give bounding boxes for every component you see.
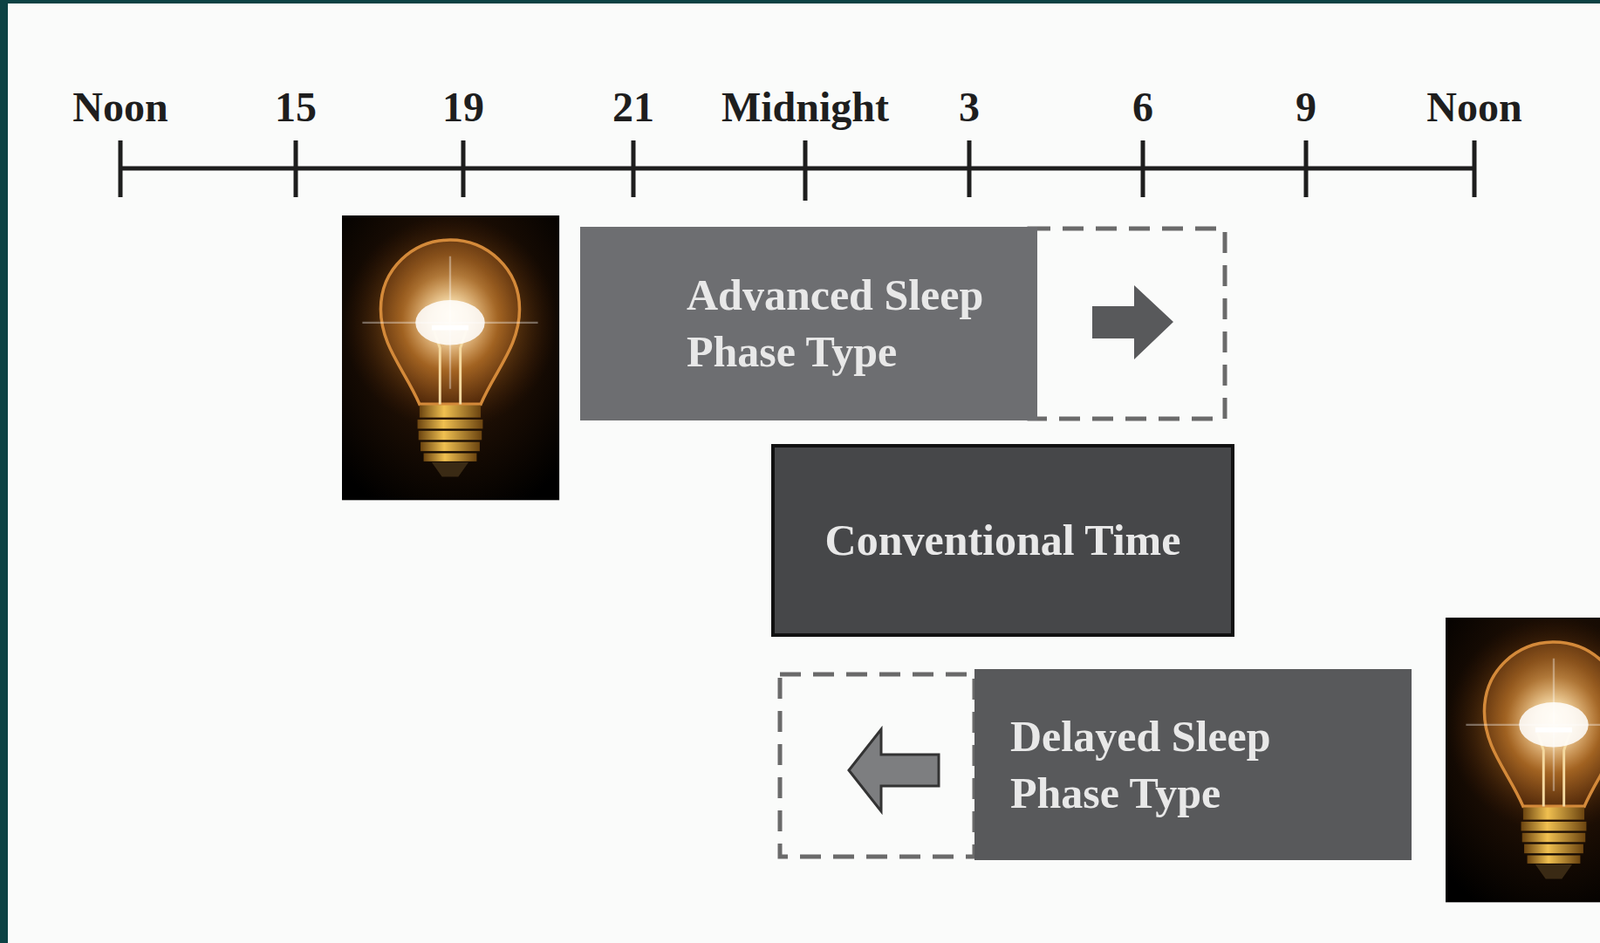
- light-bulb: [1445, 617, 1600, 903]
- tick-label: 21: [612, 86, 655, 129]
- shift-region: [1029, 228, 1225, 419]
- tick-label: 19: [442, 86, 485, 129]
- frame-border: [0, 0, 1600, 4]
- tick-label: Midnight: [721, 86, 889, 129]
- shift-arrow: [848, 729, 939, 812]
- timeline-axis: [120, 140, 1475, 201]
- sleep-phase-box: Advanced Sleep Phase Type: [580, 226, 1038, 421]
- tick-label: 15: [274, 86, 317, 129]
- shift-arrow: [1092, 285, 1174, 360]
- tick-label: 9: [1295, 86, 1317, 129]
- shift-region: [779, 674, 975, 857]
- tick-label: Noon: [72, 86, 168, 129]
- box-label: Advanced Sleep Phase Type: [686, 266, 1027, 381]
- box-label: Conventional Time: [825, 512, 1182, 569]
- tick-label: Noon: [1426, 86, 1522, 129]
- tick-label: 6: [1132, 86, 1154, 129]
- box-label: Delayed Sleep Phase Type: [1010, 708, 1386, 822]
- sleep-phase-box: Delayed Sleep Phase Type: [974, 669, 1412, 861]
- light-bulb: [341, 215, 560, 500]
- sleep-phase-box: Conventional Time: [771, 444, 1235, 637]
- tick-label: 3: [958, 86, 980, 129]
- frame-border: [0, 0, 8, 943]
